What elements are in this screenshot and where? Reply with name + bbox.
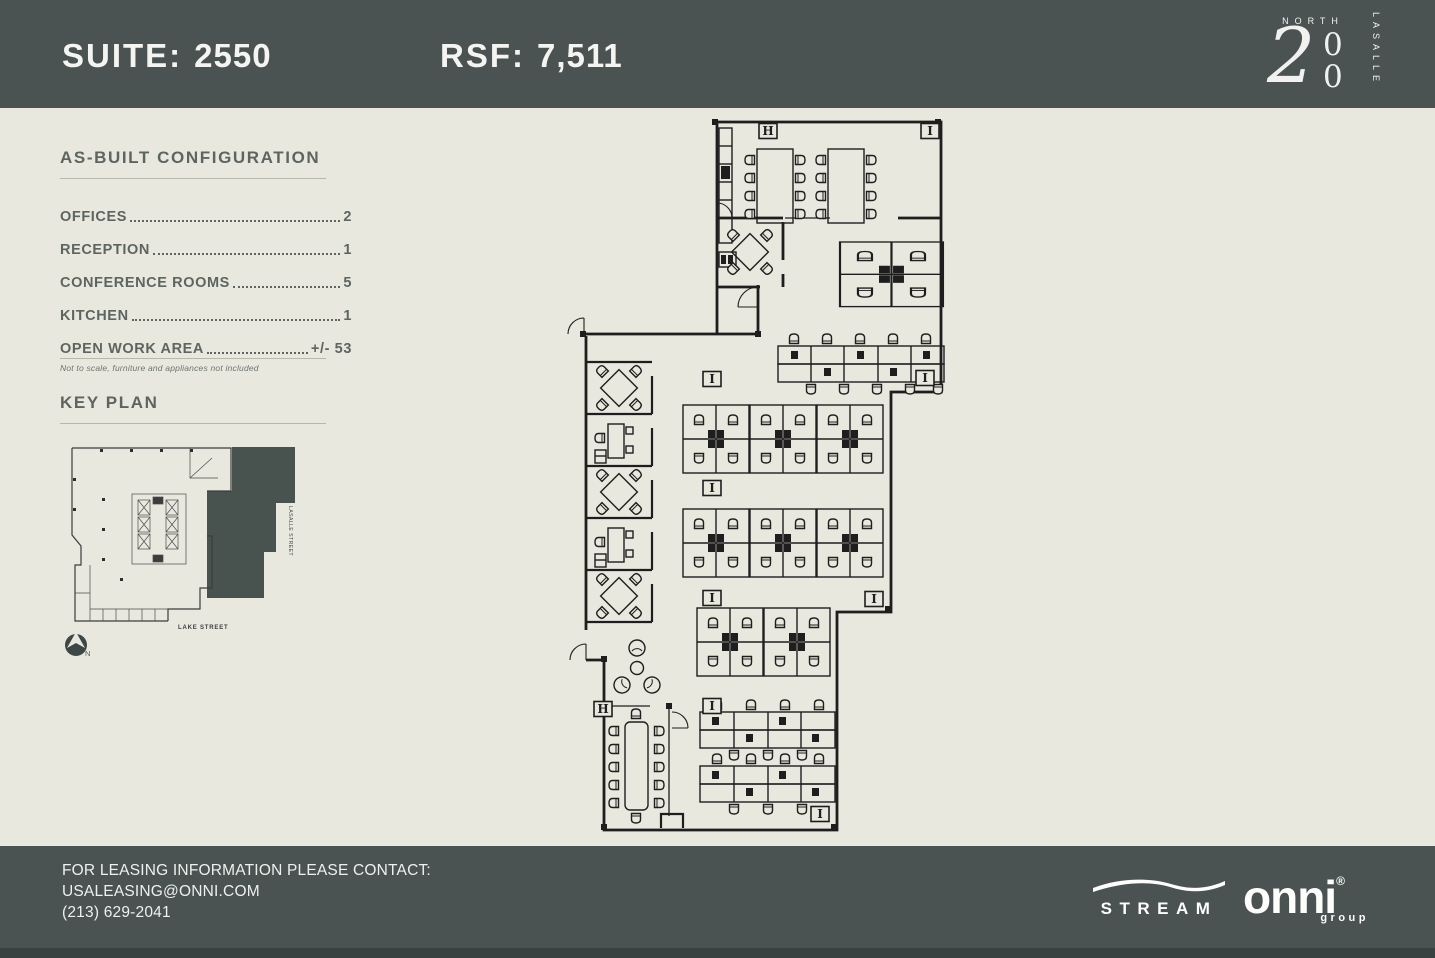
dot-leader — [131, 319, 341, 321]
logo-zero-bottom: 0 — [1323, 59, 1343, 95]
config-row-conference-rooms: CONFERENCE ROOMS 5 — [60, 258, 352, 291]
contact-phone: (213) 629-2041 — [62, 904, 171, 921]
suite-number: 2550 — [194, 37, 272, 74]
boardroom-table — [608, 708, 665, 824]
office-desk — [595, 424, 633, 463]
divider-rule — [60, 178, 326, 179]
building-logo-200-north-lasalle: NORTH 2 0 0 LASALLE — [1267, 8, 1383, 104]
lasalle-street-label: LASALLE STREET — [287, 506, 293, 556]
suite-walls — [567, 119, 943, 832]
suite-floor-plan: H I I I I I I I H I — [567, 119, 962, 832]
office-desk — [595, 528, 633, 567]
config-row-offices: OFFICES 2 — [60, 192, 352, 225]
benching-row — [700, 754, 835, 814]
key-plan-map: LASALLE STREET LAKE STREET N — [65, 447, 295, 658]
lounge-seating — [610, 639, 664, 697]
disclaimer-note: Not to scale, furniture and appliances n… — [60, 363, 259, 373]
svg-text:I: I — [922, 371, 928, 385]
conference-table-8 — [816, 149, 876, 223]
svg-text:I: I — [709, 372, 715, 386]
contact-email: USALEASING@ONNI.COM — [62, 883, 260, 900]
svg-text:I: I — [817, 807, 823, 821]
config-label: KITCHEN — [60, 308, 129, 324]
rsf-title: RSF: 7,511 — [440, 37, 623, 75]
svg-text:I: I — [709, 699, 715, 713]
meeting-table-4 — [595, 364, 642, 411]
dot-leader — [130, 220, 341, 222]
stream-logo: STREAM — [1093, 876, 1225, 919]
configuration-list: OFFICES 2 RECEPTION 1 CONFERENCE ROOMS 5 KI… — [60, 192, 352, 357]
contact-heading: FOR LEASING INFORMATION PLEASE CONTACT: — [62, 862, 431, 879]
column-grid-markers: H I I I I I I I H I — [593, 122, 940, 823]
config-value: 1 — [343, 242, 352, 258]
north-label: N — [85, 649, 90, 658]
workstation-pod — [817, 405, 883, 473]
dot-leader — [232, 286, 341, 288]
config-label: OPEN WORK AREA — [60, 341, 205, 357]
workstation-pod — [683, 509, 749, 577]
workstation-pod — [840, 242, 943, 307]
svg-text:I: I — [709, 481, 715, 495]
kitchen-counter — [718, 127, 737, 268]
elevator-core — [137, 496, 179, 563]
workstation-pod — [764, 608, 830, 676]
workstation-pod — [750, 509, 816, 577]
column-dots — [73, 449, 193, 581]
north-arrow-icon — [65, 632, 87, 656]
leasing-contact-block: FOR LEASING INFORMATION PLEASE CONTACT: … — [62, 860, 431, 923]
header-bar: SUITE: 2550 RSF: 7,511 NORTH 2 0 0 LASALLE — [0, 0, 1435, 108]
registered-mark: ® — [1336, 874, 1345, 888]
footer-bar: FOR LEASING INFORMATION PLEASE CONTACT: … — [0, 846, 1435, 948]
suite-location-shade — [207, 447, 295, 598]
divider-rule — [60, 423, 326, 424]
config-row-open-work-area: OPEN WORK AREA +/- 53 — [60, 324, 352, 357]
logo-numeral-2: 2 — [1267, 11, 1316, 100]
as-built-configuration-title: AS-BUILT CONFIGURATION — [60, 148, 321, 167]
meeting-table-4 — [595, 572, 642, 619]
onni-group-subtext: group — [1320, 912, 1369, 924]
svg-text:I: I — [927, 124, 933, 138]
config-row-reception: RECEPTION 1 — [60, 225, 352, 258]
divider-rule — [60, 358, 326, 359]
stream-wordmark: STREAM — [1100, 899, 1218, 918]
workstation-pod — [750, 405, 816, 473]
svg-text:H: H — [762, 124, 773, 138]
conference-table-8 — [745, 149, 805, 223]
workstation-pod — [697, 608, 763, 676]
dot-leader — [207, 352, 308, 354]
suite-label: SUITE: — [62, 37, 183, 74]
config-value: 1 — [343, 308, 352, 324]
onni-wordmark: onni® — [1243, 871, 1345, 923]
rsf-label: RSF: — [440, 37, 525, 74]
config-value: 5 — [343, 275, 352, 291]
config-value: 2 — [343, 209, 352, 225]
workstation-pod — [817, 509, 883, 577]
config-label: OFFICES — [60, 209, 128, 225]
onni-group-logo: onni® group — [1243, 858, 1383, 924]
config-label: RECEPTION — [60, 242, 150, 258]
logo-zero-top: 0 — [1323, 27, 1343, 63]
meeting-table-4 — [595, 468, 642, 515]
svg-text:H: H — [597, 702, 608, 716]
config-label: CONFERENCE ROOMS — [60, 275, 230, 291]
logo-zeros: 0 0 — [1323, 30, 1343, 93]
key-plan-title: KEY PLAN — [60, 393, 159, 412]
stream-wave-icon — [1093, 879, 1225, 892]
dot-leader — [153, 253, 341, 255]
building-outline — [71, 447, 232, 622]
config-row-kitchen: KITCHEN 1 — [60, 291, 352, 324]
workstation-pod — [683, 405, 749, 473]
rsf-number: 7,511 — [537, 37, 623, 74]
config-value: +/- 53 — [310, 341, 352, 357]
logo-lasalle-text: LASALLE — [1371, 12, 1381, 87]
svg-text:I: I — [871, 592, 877, 606]
logo-north-text: NORTH — [1282, 16, 1344, 26]
bottom-accent-strip — [0, 948, 1435, 958]
lake-street-label: LAKE STREET — [178, 625, 228, 631]
suite-title: SUITE: 2550 — [62, 37, 272, 75]
svg-text:I: I — [709, 591, 715, 605]
